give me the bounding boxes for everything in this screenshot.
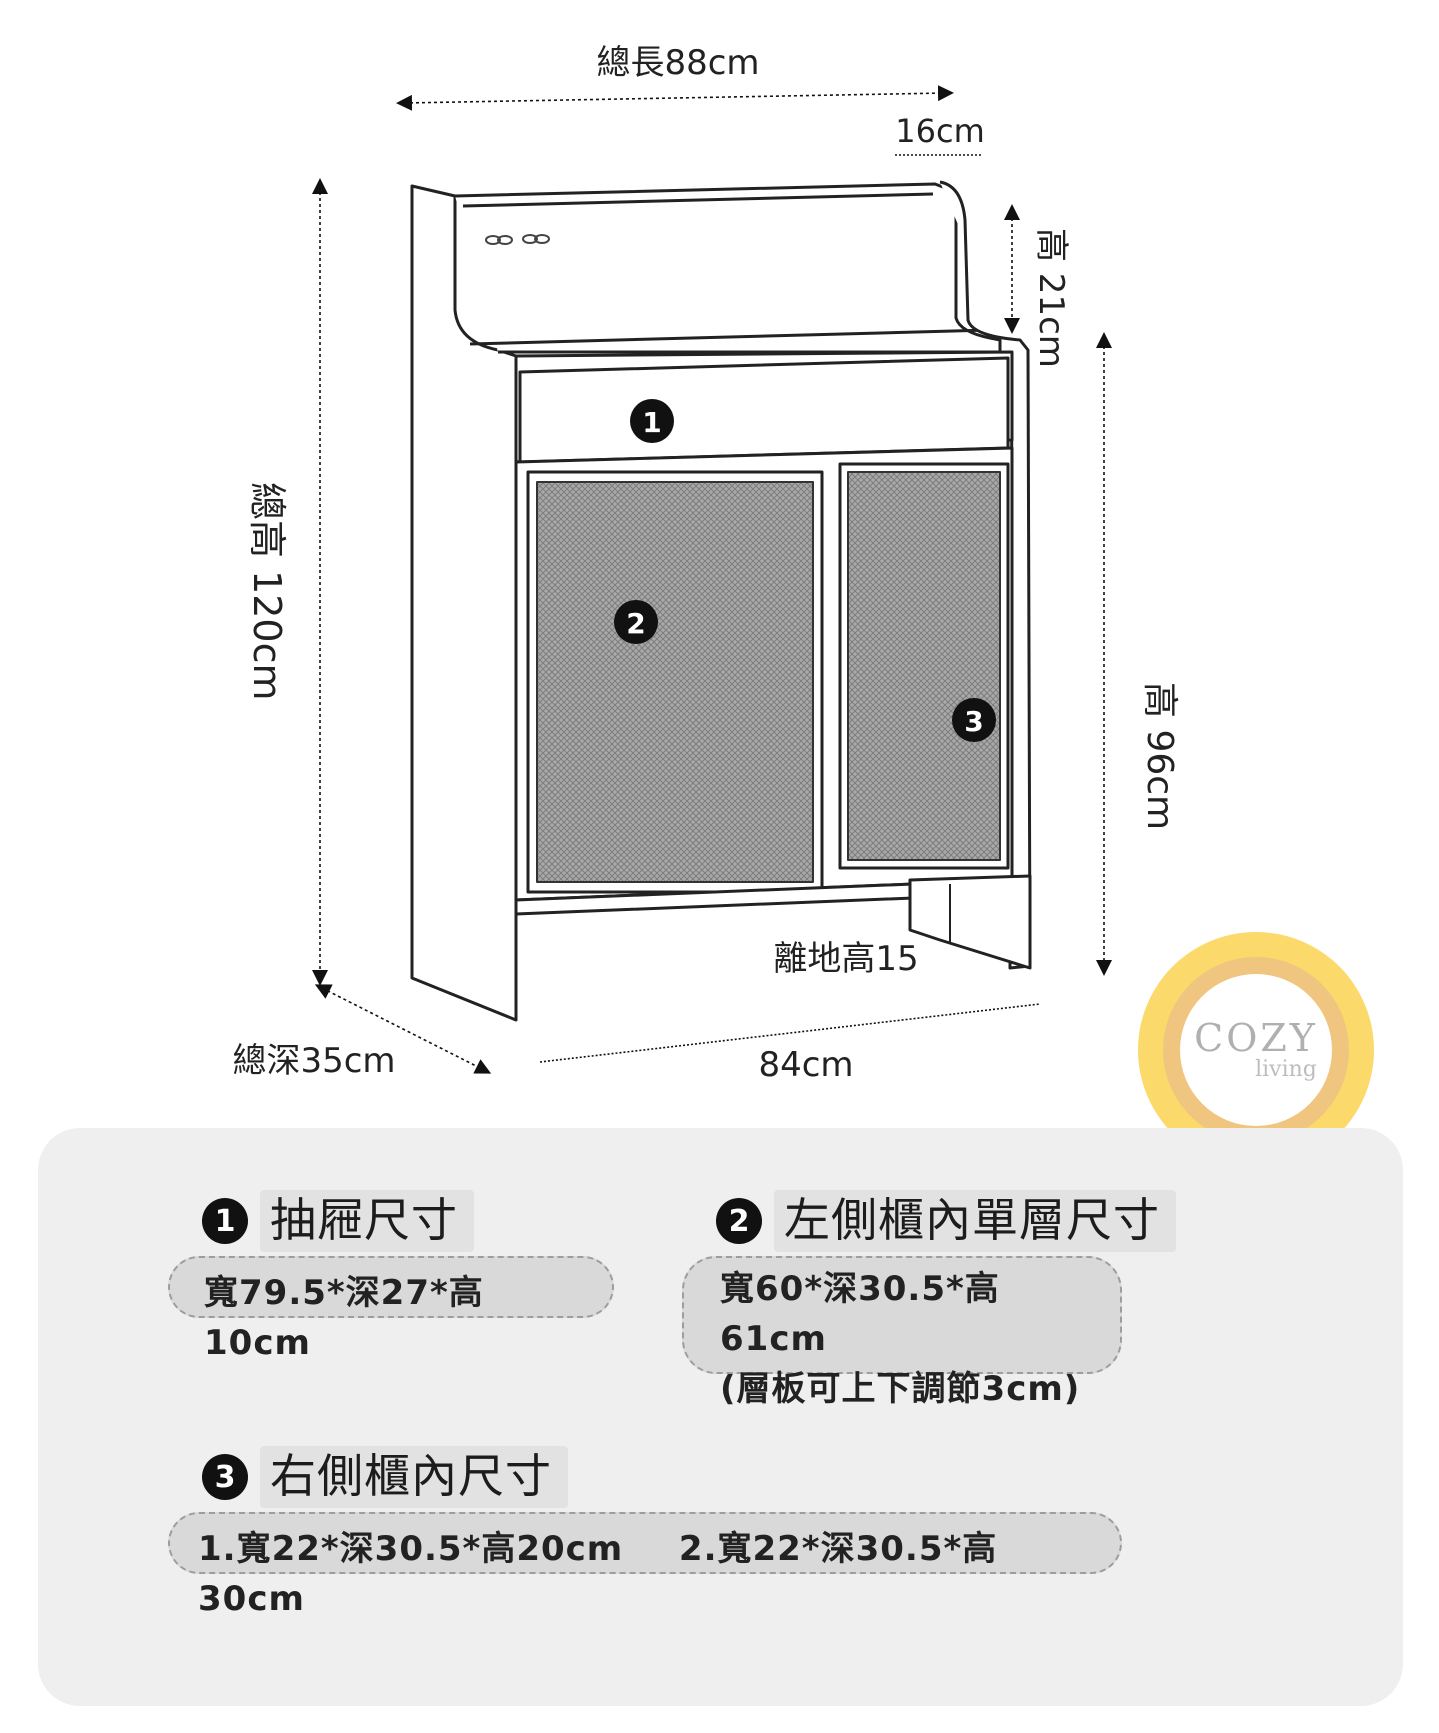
logo-sub-text: living	[1255, 1057, 1317, 1082]
ground-clearance-label: 離地高15	[773, 939, 918, 979]
cabinet-drawing	[410, 180, 1032, 1022]
total-depth-line	[314, 984, 492, 1074]
top-shelf-surface	[469, 328, 991, 346]
left-cabinet-title: 左側櫃內單層尺寸	[774, 1190, 1176, 1252]
drawer-spec-title: 1 抽屜尺寸	[202, 1190, 474, 1252]
logo-main-text: COZY	[1194, 1016, 1318, 1060]
drawer-number-badge: 1	[202, 1198, 248, 1244]
drawer-front	[518, 356, 1010, 464]
cabinet-height-label: 高 96cm	[1139, 682, 1180, 830]
left-cabinet-note: (層板可上下調節3cm)	[720, 1369, 1081, 1409]
logo-ring: COZY living	[1163, 957, 1349, 1143]
right-door-mesh	[847, 471, 1001, 861]
logo-inner: COZY living	[1180, 974, 1332, 1126]
right-cabinet-item-2: 2.寬22*深30.5*高30cm	[198, 1529, 998, 1619]
callout-2-label: 2	[626, 607, 645, 640]
top-shelf-board	[462, 192, 934, 208]
top-depth-label: 16cm	[895, 112, 984, 150]
total-height-label: 總高 120cm	[245, 482, 289, 701]
right-cabinet-number-badge: 3	[202, 1454, 248, 1500]
drawer-title: 抽屜尺寸	[260, 1190, 474, 1252]
cabinet-diagram: 1 2 3 總長88cm 16cm 高 21cm 總高 120cm 高 96cm…	[232, 43, 1180, 1085]
drawer-dimensions: 寬79.5*深27*高10cm	[204, 1273, 484, 1363]
callout-3: 3	[952, 698, 996, 742]
total-length-line	[396, 85, 954, 111]
cozy-living-logo: COZY living	[1138, 932, 1374, 1168]
total-depth-label: 總深35cm	[232, 1041, 395, 1081]
callout-2: 2	[614, 600, 658, 644]
right-cabinet-item-1: 1.寬22*深30.5*高20cm	[198, 1529, 624, 1569]
left-cabinet-number-badge: 2	[716, 1198, 762, 1244]
hook-icon	[485, 235, 501, 245]
hook-icon	[522, 234, 538, 244]
callout-1: 1	[630, 399, 674, 443]
right-cabinet-title: 右側櫃內尺寸	[260, 1446, 568, 1508]
top-shelf-height-label: 高 21cm	[1031, 228, 1071, 368]
top-shelf-frame	[454, 182, 1002, 354]
hook-icon	[497, 235, 513, 245]
dimension-lines	[312, 85, 1112, 1074]
callout-3-label: 3	[964, 705, 983, 738]
left-cabinet-dimensions: 寬60*深30.5*高61cm	[720, 1269, 1000, 1359]
hook-icon	[534, 234, 550, 244]
right-cabinet-spec-pill: 1.寬22*深30.5*高20cm 2.寬22*深30.5*高30cm	[168, 1512, 1122, 1619]
total-length-label: 總長88cm	[596, 43, 759, 83]
front-width-label: 84cm	[758, 1045, 853, 1085]
callout-1-label: 1	[642, 406, 661, 439]
left-cabinet-spec-title: 2 左側櫃內單層尺寸	[716, 1190, 1176, 1252]
right-leg	[908, 874, 1032, 970]
right-cabinet-spec-title: 3 右側櫃內尺寸	[202, 1446, 568, 1508]
left-cabinet-spec-pill: 寬60*深30.5*高61cm (層板可上下調節3cm)	[682, 1256, 1122, 1409]
drawer-spec-pill: 寬79.5*深27*高10cm	[168, 1256, 614, 1363]
hooks	[485, 234, 550, 245]
left-door-mesh	[536, 481, 814, 883]
